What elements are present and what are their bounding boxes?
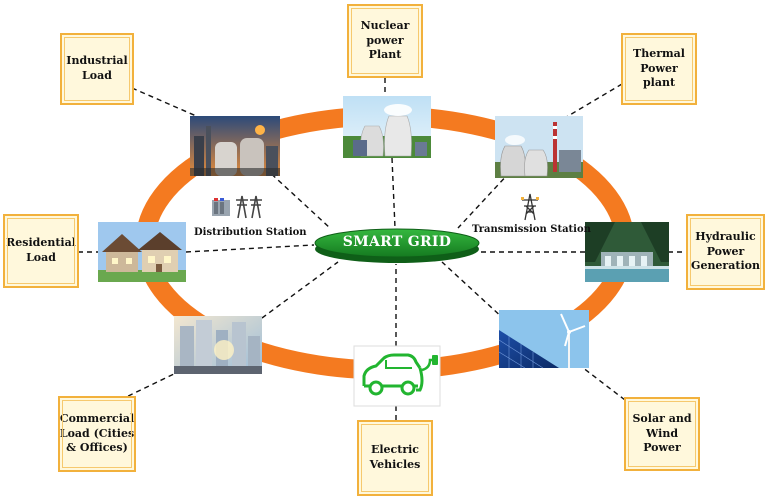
spoke-nuclear — [391, 157, 396, 229]
nuclear-plant-label: Nuclear power Plant — [360, 18, 410, 62]
nuclear-plant-box: Nuclear power Plant — [347, 4, 423, 78]
transmission-tower-icon — [521, 193, 539, 221]
spoke-industrial — [264, 167, 331, 229]
hub-ellipse — [314, 228, 480, 258]
commercial-load-box: Commercial Load (Cities & Offices) — [58, 396, 136, 472]
spoke-residential — [185, 244, 315, 253]
distribution-station-icon — [212, 195, 262, 219]
industrial-load-box: Industrial Load — [60, 33, 134, 105]
solar-wind-label: Solar and Wind Power — [632, 411, 692, 455]
smart-grid-hub-label: SMART GRID — [342, 234, 452, 250]
electric-vehicles-box: Electric Vehicles — [357, 420, 433, 496]
industrial-load-label: Industrial Load — [66, 54, 128, 82]
residential-load-box: Residential Load — [3, 214, 79, 288]
solar-wind-box: Solar and Wind Power — [624, 397, 700, 471]
connector-solar-box — [577, 363, 626, 401]
hydraulic-power-box: Hydraulic Power Generation — [686, 214, 765, 290]
residential-load-image — [98, 222, 186, 282]
spoke-solar — [441, 261, 506, 321]
electric-vehicle-image — [353, 345, 441, 407]
commercial-load-label: Commercial Load (Cities & Offices) — [59, 411, 135, 455]
transmission-station-label: Transmission Station — [472, 224, 591, 235]
connector-thermal-box — [557, 83, 623, 123]
thermal-plant-image — [495, 116, 583, 178]
spoke-commercial — [261, 261, 339, 319]
connector-commercial-box — [119, 371, 179, 401]
electric-vehicles-label: Electric Vehicles — [369, 443, 421, 471]
hydraulic-power-label: Hydraulic Power Generation — [691, 229, 760, 273]
residential-load-label: Residential Load — [6, 236, 76, 264]
solar-wind-image — [498, 310, 589, 369]
commercial-load-image — [174, 316, 262, 374]
thermal-plant-box: Thermal Power plant — [621, 33, 697, 105]
spoke-thermal — [457, 171, 511, 229]
nuclear-plant-image — [343, 96, 431, 158]
hydraulic-power-image — [585, 222, 669, 282]
distribution-station-label: Distribution Station — [194, 227, 307, 238]
thermal-plant-label: Thermal Power plant — [633, 46, 685, 90]
industrial-load-image — [190, 116, 280, 176]
